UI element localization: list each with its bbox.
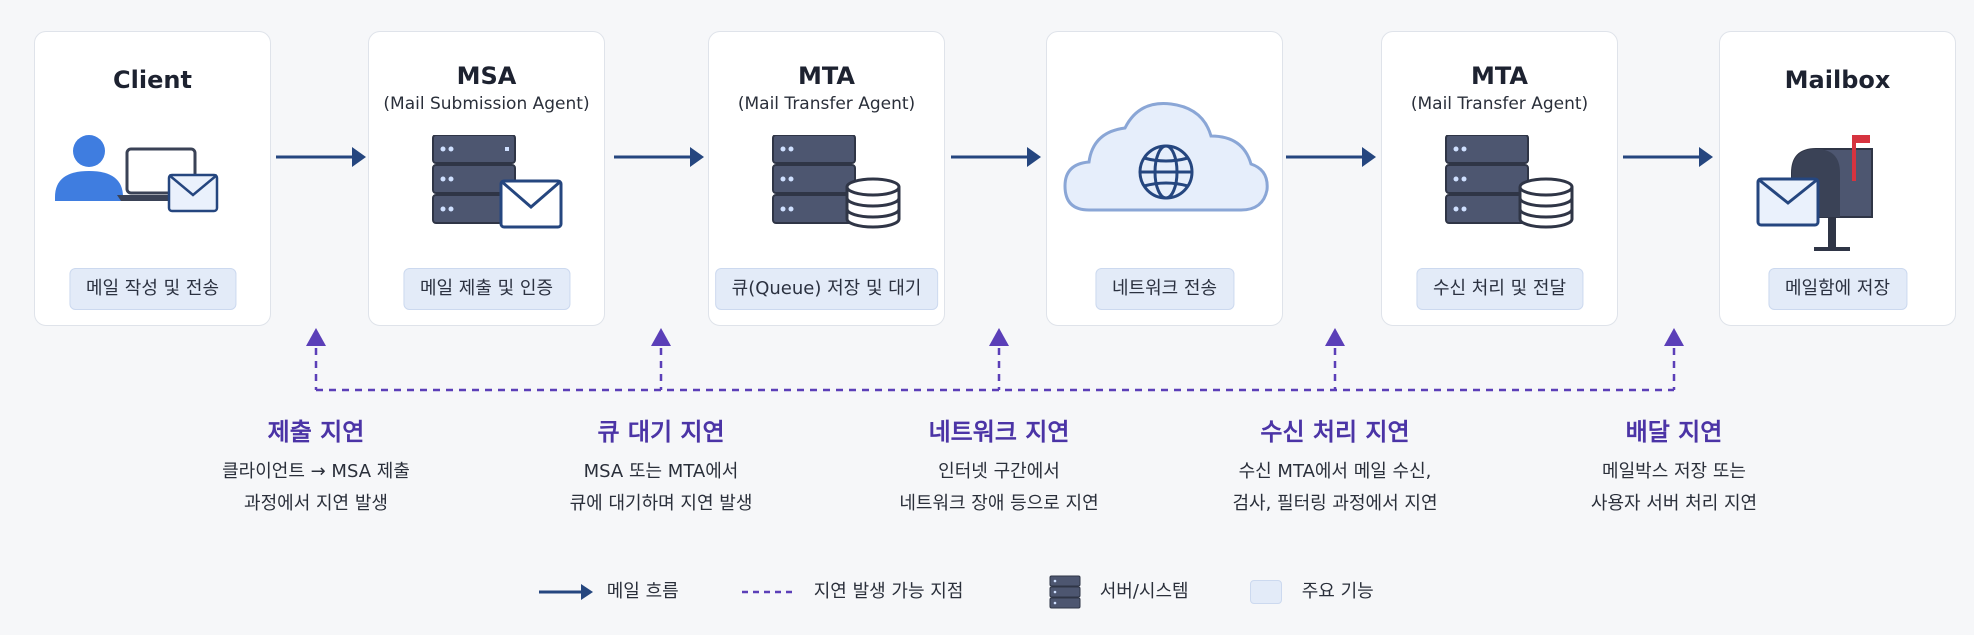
- delay-point-arrowhead: [1325, 328, 1345, 346]
- legend-label: 지연 발생 가능 지점: [813, 581, 964, 602]
- function-badge: 메일 작성 및 전송: [68, 268, 237, 310]
- delay-receive: 수신 처리 지연 수신 MTA에서 메일 수신, 검사, 필터링 과정에서 지연: [1185, 412, 1485, 520]
- function-swatch-icon: [1250, 580, 1282, 604]
- legend-mail-flow: 메일 흐름: [537, 572, 679, 612]
- mailbox-card: Mailbox 메일함에 저장: [1719, 31, 1956, 326]
- delay-title: 배달 지연: [1625, 418, 1723, 446]
- legend-delay-point: 지연 발생 가능 지점: [740, 572, 963, 612]
- function-badge: 메일 제출 및 인증: [402, 268, 571, 310]
- delay-title: 네트워크 지연: [928, 418, 1070, 446]
- delay-line: 클라이언트 → MSA 제출: [222, 461, 410, 482]
- server-database-icon: [772, 135, 901, 229]
- delay-point-arrowhead: [306, 328, 326, 346]
- delay-description: MSA 또는 MTA에서 큐에 대기하며 지연 발생: [511, 456, 811, 520]
- delay-description: 인터넷 구간에서 네트워크 장애 등으로 지연: [849, 456, 1149, 520]
- delay-line: 큐에 대기하며 지연 발생: [569, 493, 753, 514]
- client-card: Client 메일 작성 및 전송: [34, 31, 271, 326]
- delay-line: 사용자 서버 처리 지연: [1590, 493, 1758, 514]
- delay-line: 네트워크 장애 등으로 지연: [899, 493, 1099, 514]
- server-mail-icon: [432, 135, 563, 229]
- delay-point-arrowhead: [1664, 328, 1684, 346]
- delay-line: 수신 MTA에서 메일 수신,: [1238, 461, 1432, 482]
- delay-point-arrowhead: [651, 328, 671, 346]
- component-subtitle: (Mail Transfer Agent): [737, 94, 916, 114]
- delay-line: 과정에서 지연 발생: [244, 493, 388, 514]
- component-subtitle: (Mail Transfer Agent): [1410, 94, 1589, 114]
- legend: 메일 흐름 지연 발생 가능 지점 서버/시스템 주요 기능: [0, 572, 1974, 612]
- component-title: MTA: [798, 62, 855, 90]
- delay-line: 메일박스 저장 또는: [1602, 461, 1746, 482]
- delay-line: 인터넷 구간에서: [938, 461, 1060, 482]
- delay-line: 검사, 필터링 과정에서 지연: [1232, 493, 1438, 514]
- server-icon: [1049, 575, 1081, 609]
- component-title: Client: [113, 66, 192, 94]
- function-badge: 수신 처리 및 전달: [1415, 268, 1584, 310]
- delay-point-arrowhead: [989, 328, 1009, 346]
- solid-arrow-icon: [539, 584, 593, 600]
- delay-title: 제출 지연: [267, 418, 365, 446]
- flow-arrow: [951, 147, 1041, 167]
- delay-queue: 큐 대기 지연 MSA 또는 MTA에서 큐에 대기하며 지연 발생: [511, 412, 811, 520]
- component-title: Mailbox: [1784, 66, 1891, 94]
- legend-label: 주요 기능: [1301, 581, 1374, 602]
- component-subtitle: (Mail Submission Agent): [383, 94, 590, 114]
- server-database-icon: [1445, 135, 1574, 229]
- delay-delivery: 배달 지연 메일박스 저장 또는 사용자 서버 처리 지연: [1524, 412, 1824, 520]
- component-title: MSA: [456, 62, 517, 90]
- msa-card: MSA (Mail Submission Agent) 메일 제출 및 인증: [368, 31, 605, 326]
- delay-network: 네트워크 지연 인터넷 구간에서 네트워크 장애 등으로 지연: [849, 412, 1149, 520]
- function-badge: 메일함에 저장: [1767, 268, 1908, 310]
- legend-label: 메일 흐름: [606, 581, 679, 602]
- component-title: MTA: [1471, 62, 1528, 90]
- legend-main-function: 주요 기능: [1250, 572, 1374, 612]
- delay-connector: [314, 348, 1676, 392]
- delay-submission: 제출 지연 클라이언트 → MSA 제출 과정에서 지연 발생: [166, 412, 466, 520]
- mta-sender-card: MTA (Mail Transfer Agent) 큐(Queue) 저장 및 …: [708, 31, 945, 326]
- delay-title: 큐 대기 지연: [597, 418, 725, 446]
- legend-label: 서버/시스템: [1099, 581, 1189, 602]
- delay-line: MSA 또는 MTA에서: [583, 461, 739, 482]
- internet-card: 네트워크 전송: [1046, 31, 1283, 326]
- flow-arrow: [614, 147, 704, 167]
- flow-arrow: [1286, 147, 1376, 167]
- function-badge: 큐(Queue) 저장 및 대기: [714, 268, 939, 310]
- cloud-globe-icon: [1063, 102, 1269, 212]
- function-badge: 네트워크 전송: [1094, 268, 1235, 310]
- delay-title: 수신 처리 지연: [1260, 418, 1410, 446]
- mailbox-icon: [1756, 135, 1873, 251]
- delay-description: 클라이언트 → MSA 제출 과정에서 지연 발생: [166, 456, 466, 520]
- flow-arrow: [276, 147, 366, 167]
- user-laptop-mail-icon: [55, 135, 219, 213]
- delay-description: 메일박스 저장 또는 사용자 서버 처리 지연: [1524, 456, 1824, 520]
- delay-description: 수신 MTA에서 메일 수신, 검사, 필터링 과정에서 지연: [1185, 456, 1485, 520]
- legend-server: 서버/시스템: [1048, 572, 1189, 612]
- dashed-line-icon: [742, 590, 796, 594]
- flow-arrow: [1623, 147, 1713, 167]
- mta-receiver-card: MTA (Mail Transfer Agent) 수신 처리 및 전달: [1381, 31, 1618, 326]
